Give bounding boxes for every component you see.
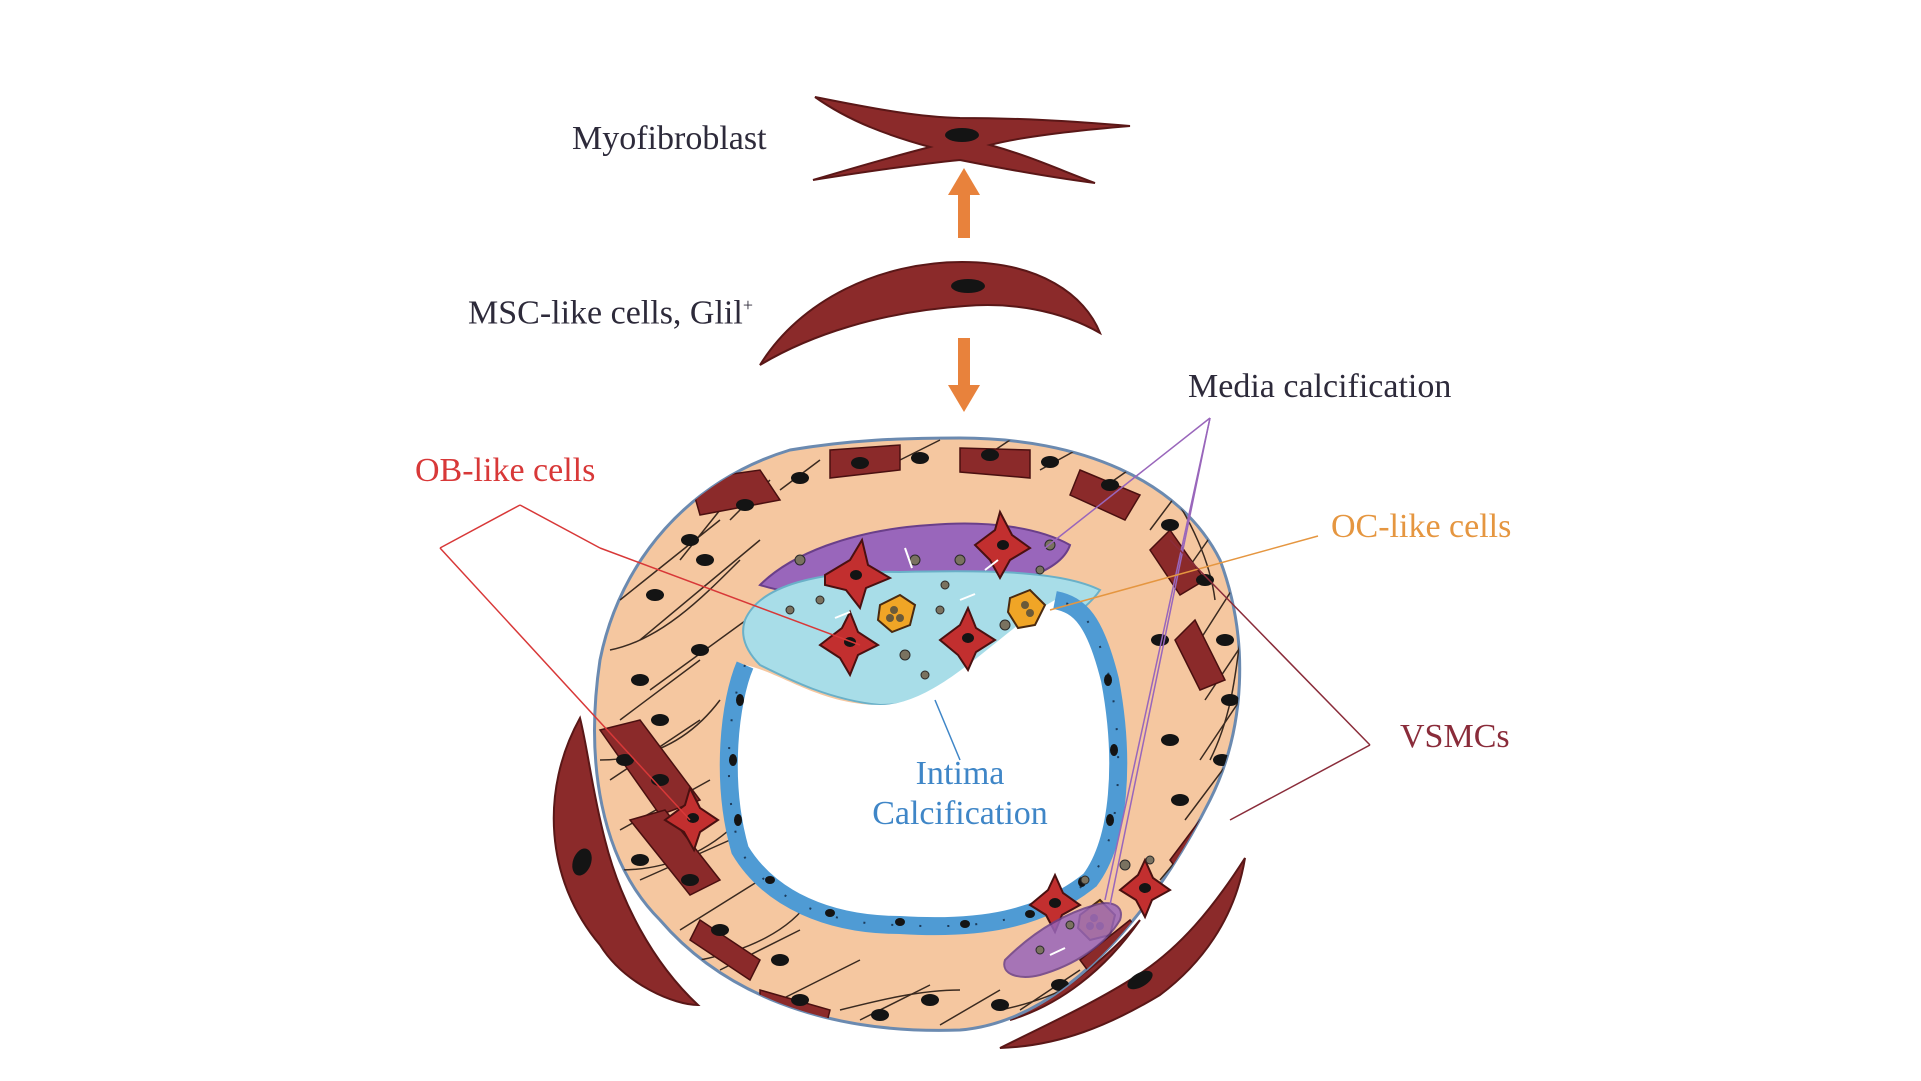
arrow-down-to-artery — [948, 338, 980, 412]
arrow-up-to-myofibroblast — [948, 168, 980, 238]
label-intima: Intima — [915, 755, 1005, 792]
crystal-marks — [834, 547, 1066, 956]
ob-leader-lines — [439, 504, 861, 821]
label-msc-cells-text: MSC-like cells, Glil — [468, 294, 743, 332]
media-leader-lines — [1044, 417, 1211, 906]
msc-like-cell — [759, 260, 1102, 366]
adventitia-nuclei — [572, 848, 1153, 990]
adventitia-cells — [552, 715, 1246, 1049]
label-oc-like-cells: OC-like cells — [1331, 508, 1512, 545]
lumen — [719, 591, 1128, 936]
leader-lines — [439, 417, 1371, 906]
vsmc-cells — [598, 439, 1240, 1031]
label-msc-cells: MSC-like cells, Glil+ — [468, 285, 753, 333]
label-media-calcification: Media calcification — [1188, 368, 1452, 405]
intima-leader-line — [934, 699, 961, 761]
label-calcification: Calcification — [872, 795, 1048, 832]
label-ob-like-cells: OB-like cells — [415, 452, 596, 489]
endothelial-nuclei — [729, 674, 1118, 928]
label-vsmcs: VSMCs — [1400, 718, 1510, 755]
media-calcification-bottom — [1003, 902, 1122, 978]
myofibroblast-cell — [812, 96, 1131, 184]
label-myofibroblast: Myofibroblast — [572, 120, 767, 157]
vsmc-leader-lines — [1169, 539, 1371, 821]
label-msc-superscript: + — [742, 295, 753, 315]
oc-leader-line — [1049, 535, 1319, 611]
mineral-deposits — [785, 539, 1155, 955]
